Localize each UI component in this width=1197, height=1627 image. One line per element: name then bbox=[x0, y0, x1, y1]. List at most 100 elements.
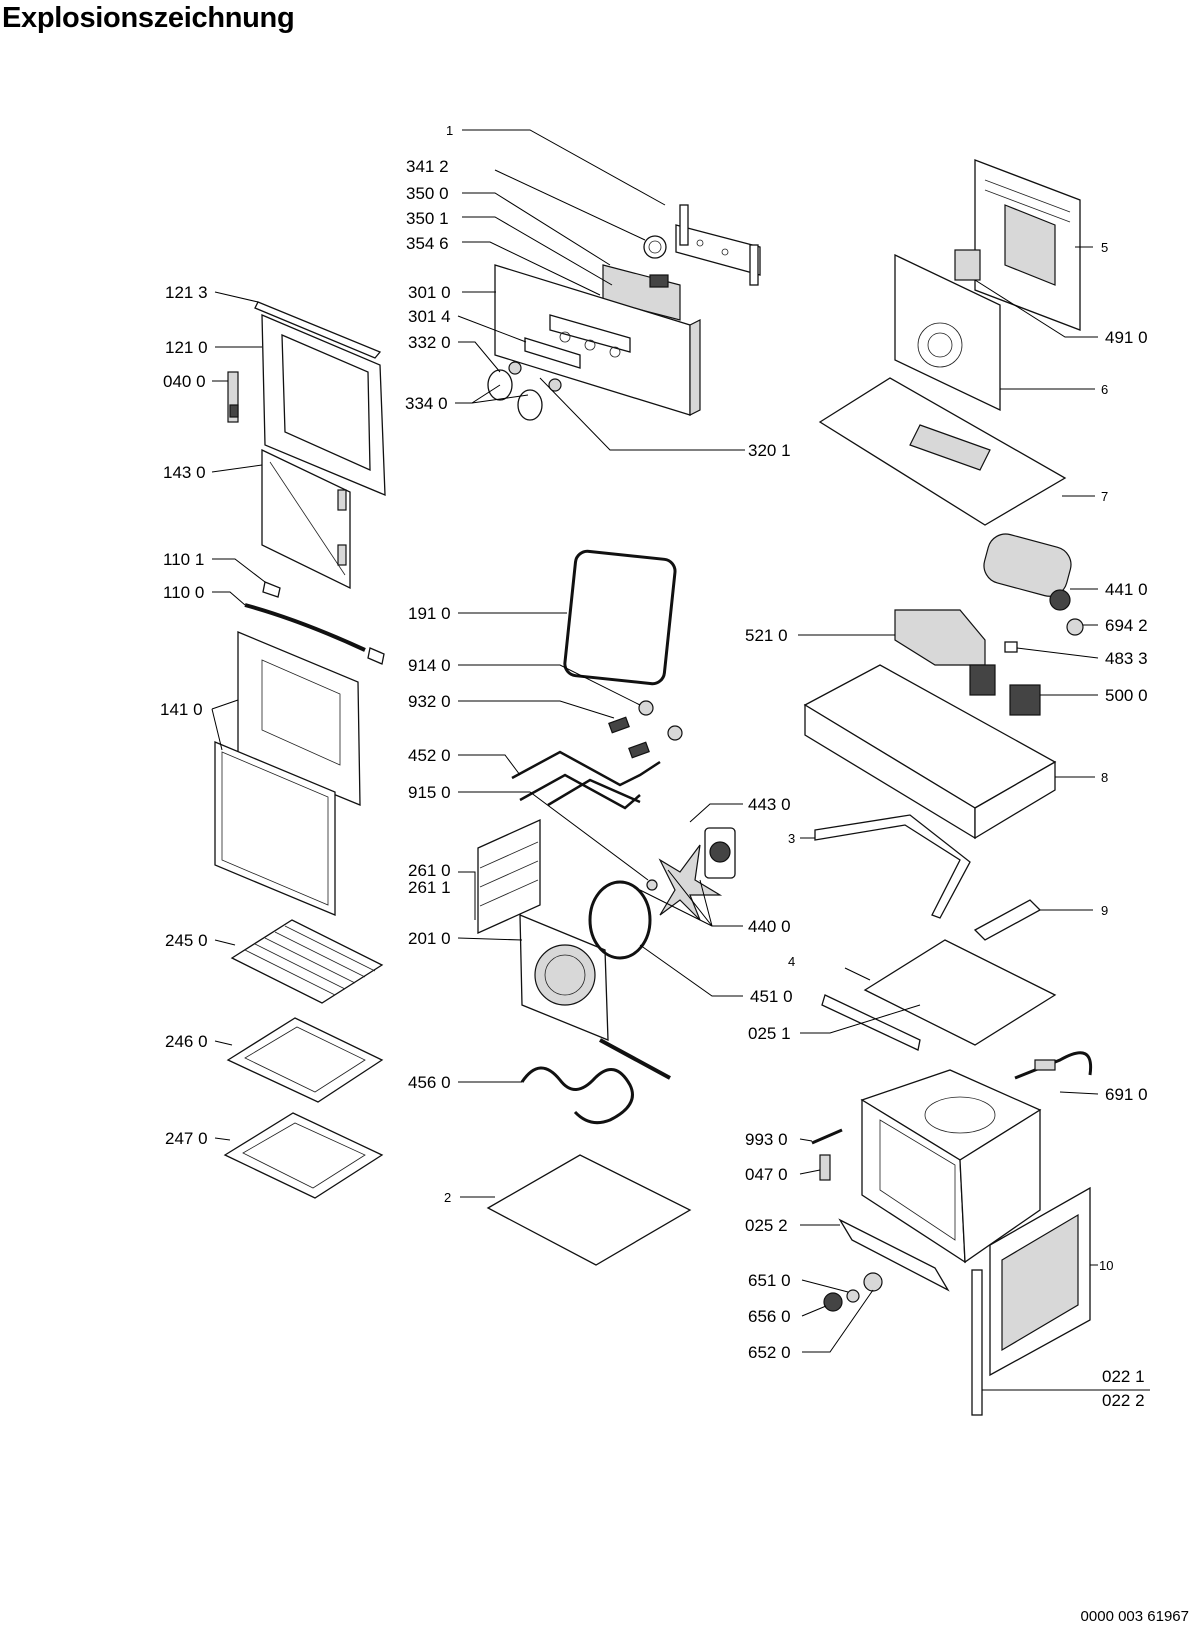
part-board-350 bbox=[602, 264, 681, 321]
label-443-0: 443 0 bbox=[748, 795, 791, 814]
label-521-0: 521 0 bbox=[745, 626, 788, 645]
label-8: 8 bbox=[1101, 770, 1108, 785]
part-rail-3 bbox=[814, 814, 971, 919]
label-121-3: 121 3 bbox=[165, 283, 208, 302]
label-301-0: 301 0 bbox=[408, 283, 451, 302]
label-143-0: 143 0 bbox=[163, 463, 206, 482]
part-bracket-9 bbox=[973, 899, 1042, 941]
part-springs-932-0 bbox=[608, 716, 683, 759]
label-350-1: 350 1 bbox=[406, 209, 449, 228]
part-module-521-0 bbox=[894, 609, 986, 666]
part-tray-247-0 bbox=[223, 1112, 384, 1199]
part-hinge-040-0 bbox=[227, 371, 239, 423]
label-915-0: 915 0 bbox=[408, 783, 451, 802]
label-040-0: 040 0 bbox=[163, 372, 206, 391]
label-247-0: 247 0 bbox=[165, 1129, 208, 1148]
part-nut-914-0 bbox=[638, 700, 654, 716]
page-title: Explosionszeichnung bbox=[2, 2, 295, 34]
label-332-0: 332 0 bbox=[408, 333, 451, 352]
label-993-0: 993 0 bbox=[745, 1130, 788, 1149]
label-354-6: 354 6 bbox=[406, 234, 449, 253]
part-housing-8 bbox=[803, 664, 1057, 840]
label-651-0: 651 0 bbox=[748, 1271, 791, 1290]
part-fan-440-0 bbox=[646, 827, 736, 921]
label-9: 9 bbox=[1101, 903, 1108, 918]
label-440-0: 440 0 bbox=[748, 917, 791, 936]
label-483-3: 483 3 bbox=[1105, 649, 1148, 668]
label-4: 4 bbox=[788, 954, 795, 969]
label-7: 7 bbox=[1101, 489, 1108, 504]
part-door-top-121-3 bbox=[254, 301, 382, 359]
part-tray-246-0 bbox=[226, 1017, 384, 1103]
label-652-0: 652 0 bbox=[748, 1343, 791, 1362]
part-ring-341-2 bbox=[643, 235, 667, 259]
part-labels: 1 341 2 350 0 350 1 354 6 301 0 301 4 33… bbox=[160, 123, 1148, 1410]
leader-lines bbox=[211, 129, 1150, 1391]
label-5: 5 bbox=[1101, 240, 1108, 255]
part-oven-cavity bbox=[860, 1069, 1042, 1264]
part-handle-110-0 bbox=[244, 603, 385, 665]
label-110-0: 110 0 bbox=[163, 583, 204, 602]
label-246-0: 246 0 bbox=[165, 1032, 208, 1051]
part-strip-025-2 bbox=[838, 1218, 950, 1292]
label-022-2: 022 2 bbox=[1102, 1391, 1145, 1410]
label-451-0: 451 0 bbox=[750, 987, 793, 1006]
part-door-frame-121-0 bbox=[261, 314, 386, 496]
part-clip-047-0 bbox=[819, 1154, 831, 1181]
label-441-0: 441 0 bbox=[1105, 580, 1148, 599]
label-025-2: 025 2 bbox=[745, 1216, 788, 1235]
label-261-1: 261 1 bbox=[408, 878, 451, 897]
label-245-0: 245 0 bbox=[165, 931, 208, 950]
part-frame-4 bbox=[821, 939, 1057, 1051]
label-261-0: 261 0 bbox=[408, 861, 451, 880]
label-914-0: 914 0 bbox=[408, 656, 451, 675]
part-screw-993-0 bbox=[811, 1128, 843, 1145]
label-121-0: 121 0 bbox=[165, 338, 208, 357]
part-relay-491-0 bbox=[954, 249, 981, 281]
part-knobs-651-656-652 bbox=[823, 1272, 883, 1312]
label-334-0: 334 0 bbox=[405, 394, 448, 413]
label-350-0: 350 0 bbox=[406, 184, 449, 203]
label-3: 3 bbox=[788, 831, 795, 846]
label-025-1: 025 1 bbox=[748, 1024, 791, 1043]
part-fan-cover-201-0 bbox=[519, 914, 609, 1041]
label-656-0: 656 0 bbox=[748, 1307, 791, 1326]
part-switch-483-3 bbox=[1004, 641, 1018, 653]
part-glass-143-0 bbox=[261, 448, 351, 590]
part-clip-110-1 bbox=[262, 581, 281, 598]
part-back-panel-5 bbox=[974, 159, 1081, 331]
label-694-2: 694 2 bbox=[1105, 616, 1148, 635]
label-2: 2 bbox=[444, 1190, 451, 1205]
part-side-panel-10 bbox=[971, 1186, 1091, 1416]
label-456-0: 456 0 bbox=[408, 1073, 451, 1092]
part-rear-wall-6 bbox=[894, 253, 1001, 412]
label-932-0: 932 0 bbox=[408, 692, 451, 711]
label-1: 1 bbox=[446, 123, 453, 138]
label-491-0: 491 0 bbox=[1105, 328, 1148, 347]
part-switches-500-0 bbox=[969, 664, 1041, 716]
label-141-0: 141 0 bbox=[160, 700, 203, 719]
part-outer-glass-141-0 bbox=[214, 631, 361, 916]
part-side-rails-261 bbox=[477, 818, 541, 935]
document-number: 0000 003 61967 bbox=[1080, 1608, 1189, 1625]
label-691-0: 691 0 bbox=[1105, 1085, 1148, 1104]
part-fan-441-0 bbox=[983, 533, 1072, 611]
part-ring-451-0 bbox=[588, 880, 652, 960]
part-thermostat-694-2 bbox=[1066, 618, 1084, 636]
label-500-0: 500 0 bbox=[1105, 686, 1148, 705]
label-301-4: 301 4 bbox=[408, 307, 451, 326]
label-320-1: 320 1 bbox=[748, 441, 791, 460]
label-191-0: 191 0 bbox=[408, 604, 451, 623]
label-022-1: 022 1 bbox=[1102, 1367, 1145, 1386]
label-201-0: 201 0 bbox=[408, 929, 451, 948]
label-341-2: 341 2 bbox=[406, 157, 449, 176]
part-panel-301-0 bbox=[494, 264, 701, 416]
part-bottom-plate-2 bbox=[486, 1154, 692, 1266]
label-110-1: 110 1 bbox=[163, 550, 204, 569]
label-6: 6 bbox=[1101, 382, 1108, 397]
part-top-cover-7 bbox=[818, 377, 1067, 526]
part-bracket-1 bbox=[675, 204, 761, 286]
label-10: 10 bbox=[1099, 1258, 1113, 1273]
part-wire-rack-245-0 bbox=[230, 919, 384, 1004]
